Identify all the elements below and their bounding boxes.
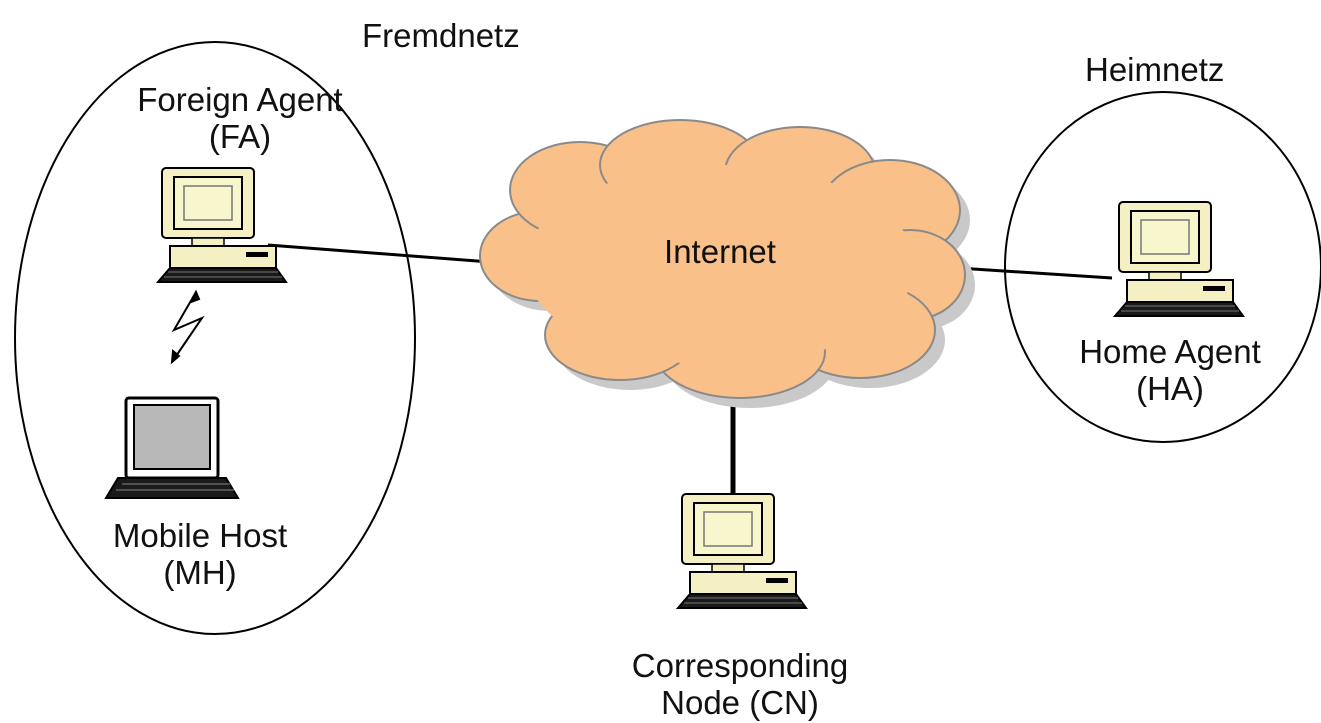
mobile-host-label: Mobile Host (MH) <box>70 517 330 592</box>
corresponding-node-name: Corresponding <box>631 647 849 684</box>
link-fa-internet <box>267 243 491 264</box>
mobile-host-name: Mobile Host <box>112 517 288 554</box>
home-network-ellipse <box>1004 91 1321 443</box>
foreign-network-label: Fremdnetz <box>362 17 520 54</box>
home-network-label: Heimnetz <box>1085 51 1225 88</box>
foreign-agent-name: Foreign Agent <box>137 81 343 118</box>
foreign-network-ellipse <box>14 41 416 635</box>
foreign-agent-label: Foreign Agent (FA) <box>100 81 380 156</box>
wireless-link-icon <box>170 289 205 365</box>
internet-cloud-icon <box>479 119 975 408</box>
home-agent-abbr: (HA) <box>1136 369 1204 407</box>
corresponding-node-abbr: Node (CN) <box>661 683 819 721</box>
internet-label: Internet <box>664 233 776 270</box>
foreign-agent-abbr: (FA) <box>208 117 272 155</box>
mobile-host-laptop-icon <box>104 396 240 500</box>
home-agent-name: Home Agent <box>1079 333 1261 370</box>
mobile-host-abbr: (MH) <box>163 553 237 591</box>
foreign-agent-computer-icon <box>157 167 287 283</box>
link-internet-ha <box>957 266 1113 280</box>
home-agent-label: Home Agent (HA) <box>1040 333 1300 408</box>
corresponding-node-label: Corresponding Node (CN) <box>590 647 890 722</box>
home-agent-computer-icon <box>1114 201 1244 317</box>
corresponding-node-computer-icon <box>677 493 807 609</box>
